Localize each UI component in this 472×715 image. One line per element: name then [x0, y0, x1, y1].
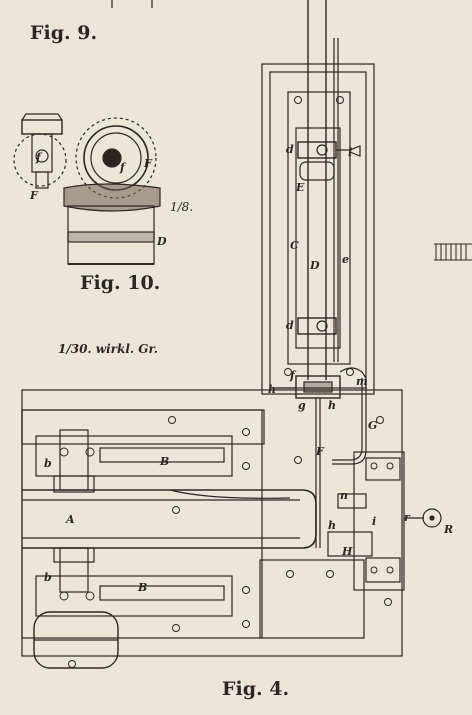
label-f-fig10: f	[120, 161, 125, 174]
label-B-lower: B	[138, 581, 148, 594]
fig4-spindle-collar-upper	[53, 475, 95, 493]
fig4-outer-frame-plate	[261, 63, 375, 395]
fig4-spindle-upper	[59, 429, 89, 491]
fig4-clamp-bolt-upper	[316, 144, 328, 156]
fig10-wheel-inner	[90, 132, 142, 184]
fig10-block-band	[67, 231, 155, 243]
fig4-hatched-block	[434, 243, 472, 261]
scale-note: 1/30. wirkl. Gr.	[58, 342, 158, 356]
fig9-gear-teeth	[21, 113, 63, 121]
fig4-slide-window	[287, 91, 351, 365]
fig10-caption: Fig. 10.	[80, 272, 161, 294]
fig4-guide-bar-lower	[35, 575, 233, 617]
fig4-valve-upper	[365, 457, 401, 481]
label-D-fig10: D	[157, 235, 167, 248]
fig4-clamp-d-lower	[297, 317, 337, 335]
label-F: F	[316, 445, 324, 458]
label-B-upper: B	[160, 455, 170, 468]
fig9-shaft-hole	[35, 149, 49, 163]
label-d-upper: d	[286, 143, 294, 156]
fig9-shaft	[35, 171, 49, 189]
fig4-collar-E	[299, 161, 335, 181]
label-r: r	[404, 511, 410, 524]
label-b-upper: b	[44, 457, 52, 470]
label-G: G	[368, 419, 378, 432]
fig4-bolt-heads	[59, 96, 394, 668]
label-D: D	[310, 259, 320, 272]
fig10-wheel-assembly	[63, 117, 161, 265]
fig4-slide-bed	[21, 409, 263, 639]
fig4-arm-taper	[169, 489, 291, 499]
label-A: A	[66, 513, 75, 526]
fig4-top-rail	[21, 409, 265, 445]
fig4-housing-g	[295, 375, 341, 399]
fig10-hub	[102, 148, 122, 168]
fig4-slide-guide	[295, 127, 341, 349]
fig9-bevel-gear-top	[21, 119, 63, 135]
label-F-fig10: F	[144, 157, 152, 170]
fig4-corner-plate	[259, 559, 365, 639]
fig4-clamp-bolt-lower	[316, 320, 328, 332]
label-e: e	[342, 253, 349, 266]
fig9-gear-assembly	[13, 113, 67, 189]
label-m: m	[356, 375, 368, 388]
label-i: i	[372, 515, 377, 528]
label-C: C	[290, 239, 299, 252]
fig4-lever-l	[336, 145, 361, 157]
fig4-pipe-G	[332, 378, 363, 461]
label-l: l	[348, 146, 353, 159]
label-E: E	[296, 181, 305, 194]
label-b-lower: b	[44, 571, 52, 584]
fig10-scale-note: 1/8.	[170, 200, 194, 214]
fig4-spindle-collar-lower	[53, 547, 95, 563]
fig4-pipe-m	[339, 367, 367, 379]
fig10-base-pad	[63, 183, 161, 212]
fig4-spindle-lower	[59, 547, 89, 593]
fig4-valve-lower	[365, 557, 401, 583]
label-d-lower: d	[286, 319, 294, 332]
label-H: H	[342, 545, 353, 558]
label-n: n	[340, 489, 348, 502]
label-F-fig9: F	[30, 189, 38, 202]
fig4-valve-link	[327, 531, 373, 557]
fig4-guide-bar-upper	[35, 435, 233, 477]
label-g: g	[298, 399, 306, 412]
fig4-valve-body-H	[353, 451, 405, 591]
fig4-inner-frame-plate	[269, 71, 367, 389]
fig4-caption: Fig. 4.	[222, 678, 290, 700]
fig4-slot-B-lower	[99, 585, 225, 601]
fig9-caption: Fig. 9.	[30, 22, 98, 44]
fig4-slot-B-upper	[99, 447, 225, 463]
fig4-handle-knob-R	[422, 508, 442, 528]
fig9-gear-hub	[31, 133, 53, 173]
label-f: f	[290, 369, 295, 382]
fig4-valve-n	[337, 493, 367, 509]
label-h-right: h	[328, 399, 336, 412]
label-R: R	[444, 523, 454, 536]
label-h-left: h	[268, 383, 276, 396]
label-f-fig9: f	[36, 151, 41, 164]
label-h-lower: h	[328, 519, 336, 532]
